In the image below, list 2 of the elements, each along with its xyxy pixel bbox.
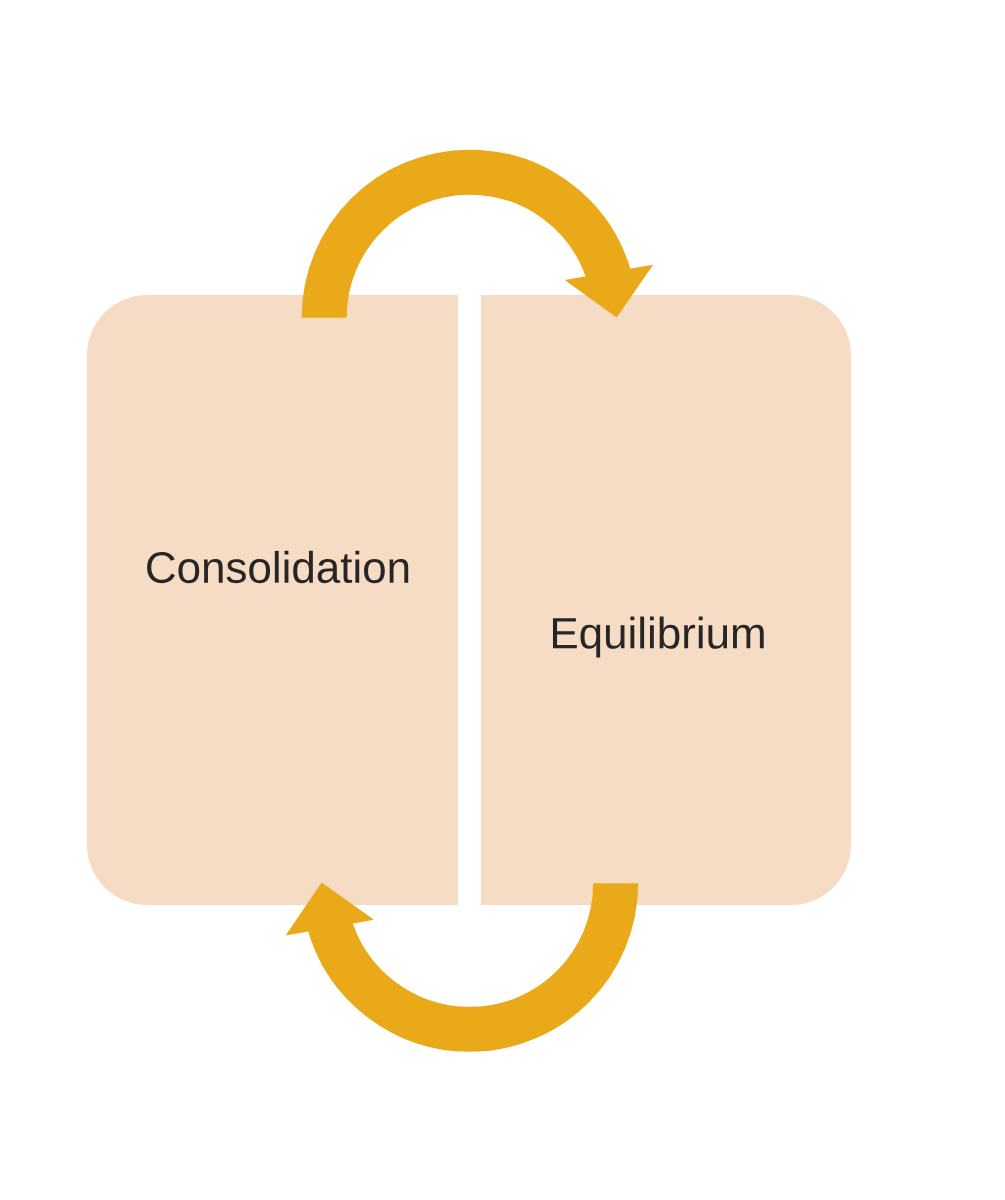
- process-box: Equilibrium: [481, 295, 851, 905]
- process-box: Consolidation: [87, 295, 458, 905]
